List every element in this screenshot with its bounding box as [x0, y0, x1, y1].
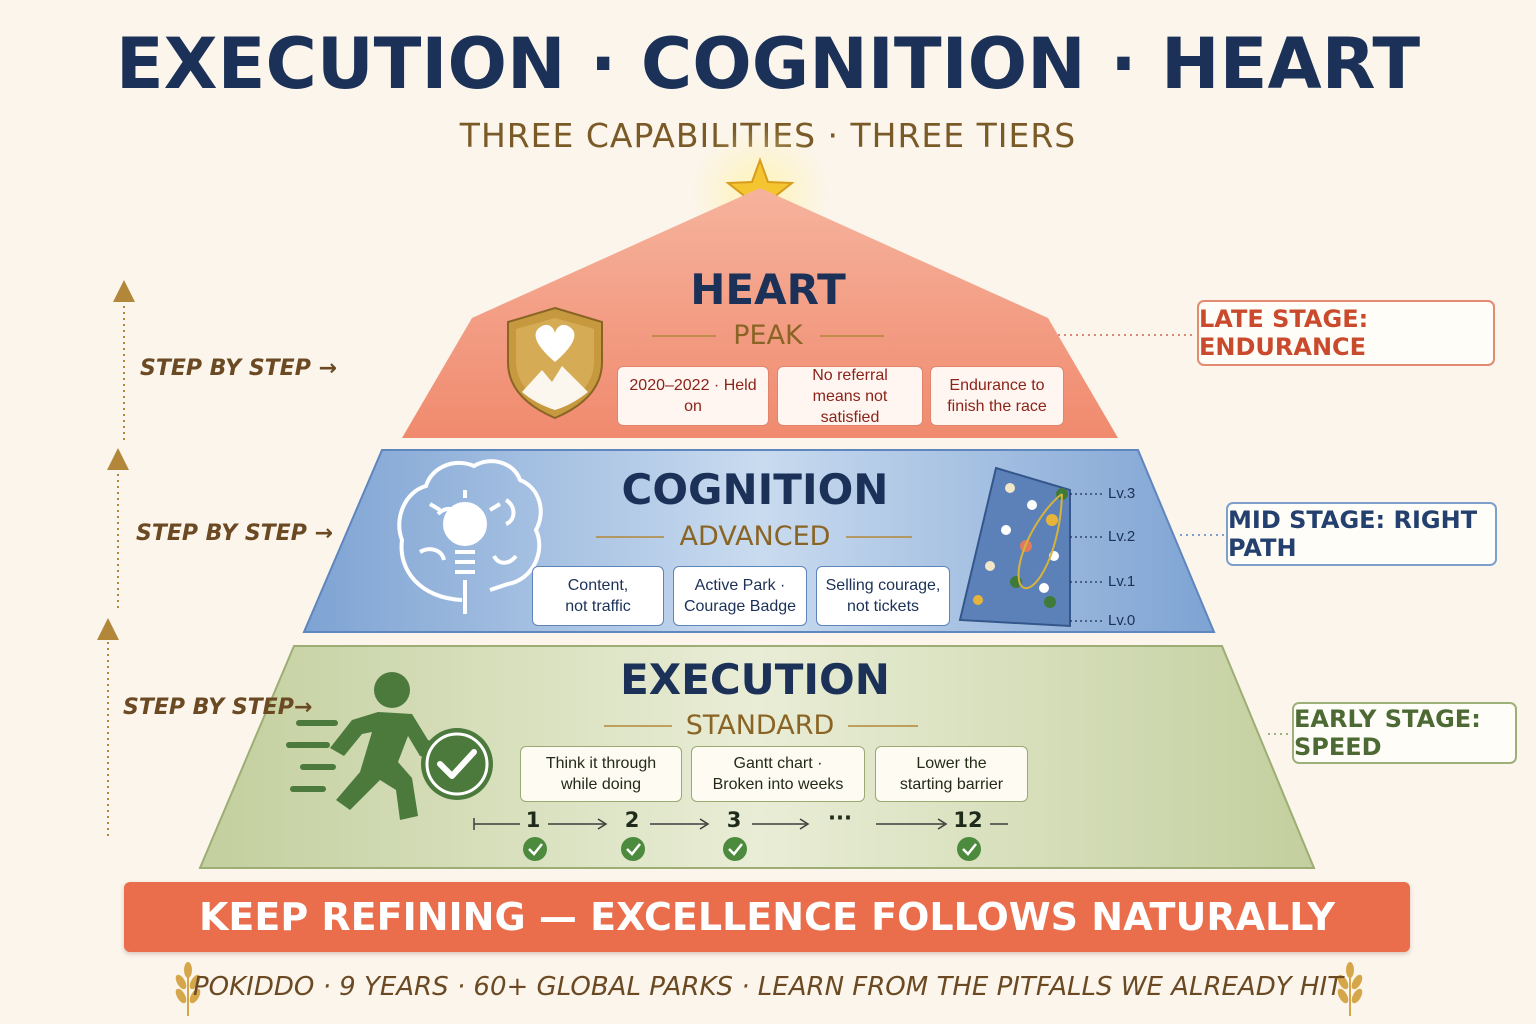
heart-tier-title: HEART	[690, 265, 846, 314]
stage-late-box: LATE STAGE: ENDURANCE	[1197, 300, 1495, 366]
climb-level-label: Lv.1	[1108, 573, 1136, 590]
cognition-tier-title: COGNITION	[621, 465, 889, 514]
step-by-step-label: STEP BY STEP →	[140, 356, 337, 381]
motto-banner: KEEP REFINING — EXCELLENCE FOLLOWS NATUR…	[124, 882, 1410, 952]
execution-chip: Lower the starting barrier	[875, 746, 1028, 802]
execution-tier-level: STANDARD	[685, 710, 835, 741]
step-by-step-label: STEP BY STEP→	[123, 695, 313, 720]
step-ellipsis: ···	[828, 806, 852, 830]
execution-tier-title: EXECUTION	[620, 655, 890, 704]
heart-tier-level: PEAK	[733, 320, 803, 351]
page-title: EXECUTION · COGNITION · HEART	[115, 23, 1421, 105]
step-checks	[523, 837, 981, 861]
wheat-icon	[175, 962, 201, 1016]
climbing-wall-icon	[958, 466, 1104, 628]
step-by-step-label: STEP BY STEP →	[136, 521, 333, 546]
climb-level-label: Lv.3	[1108, 485, 1136, 502]
brain-lightbulb-icon	[397, 459, 543, 614]
step-timeline	[473, 818, 1008, 830]
cognition-chip: Selling courage, not tickets	[816, 566, 950, 626]
check-circle-icon	[421, 728, 493, 800]
cognition-tier-level: ADVANCED	[679, 521, 831, 552]
heart-chip: No referral means not satisfied	[777, 366, 923, 426]
execution-chip: Gantt chart · Broken into weeks	[691, 746, 865, 802]
step-number: 12	[953, 808, 983, 832]
step-number: 2	[624, 808, 640, 832]
progress-arrows	[107, 300, 125, 836]
cognition-chip: Active Park · Courage Badge	[673, 566, 807, 626]
climb-level-label: Lv.0	[1108, 612, 1136, 629]
step-number: 3	[726, 808, 742, 832]
step-number: 1	[525, 808, 541, 832]
stage-early-box: EARLY STAGE: SPEED	[1292, 702, 1517, 764]
heart-shield-icon	[507, 306, 603, 420]
cognition-chip: Content, not traffic	[532, 566, 664, 626]
climb-level-label: Lv.2	[1108, 528, 1136, 545]
heart-chip: Endurance to finish the race	[930, 366, 1064, 426]
heart-chip: 2020–2022 · Held on	[617, 366, 769, 426]
footer-tagline: POKIDDO · 9 YEARS · 60+ GLOBAL PARKS · L…	[192, 972, 1343, 1002]
stage-mid-box: MID STAGE: RIGHT PATH	[1226, 502, 1497, 566]
execution-chip: Think it through while doing	[520, 746, 682, 802]
runner-icon	[286, 672, 448, 820]
wheat-icon	[1337, 962, 1363, 1016]
